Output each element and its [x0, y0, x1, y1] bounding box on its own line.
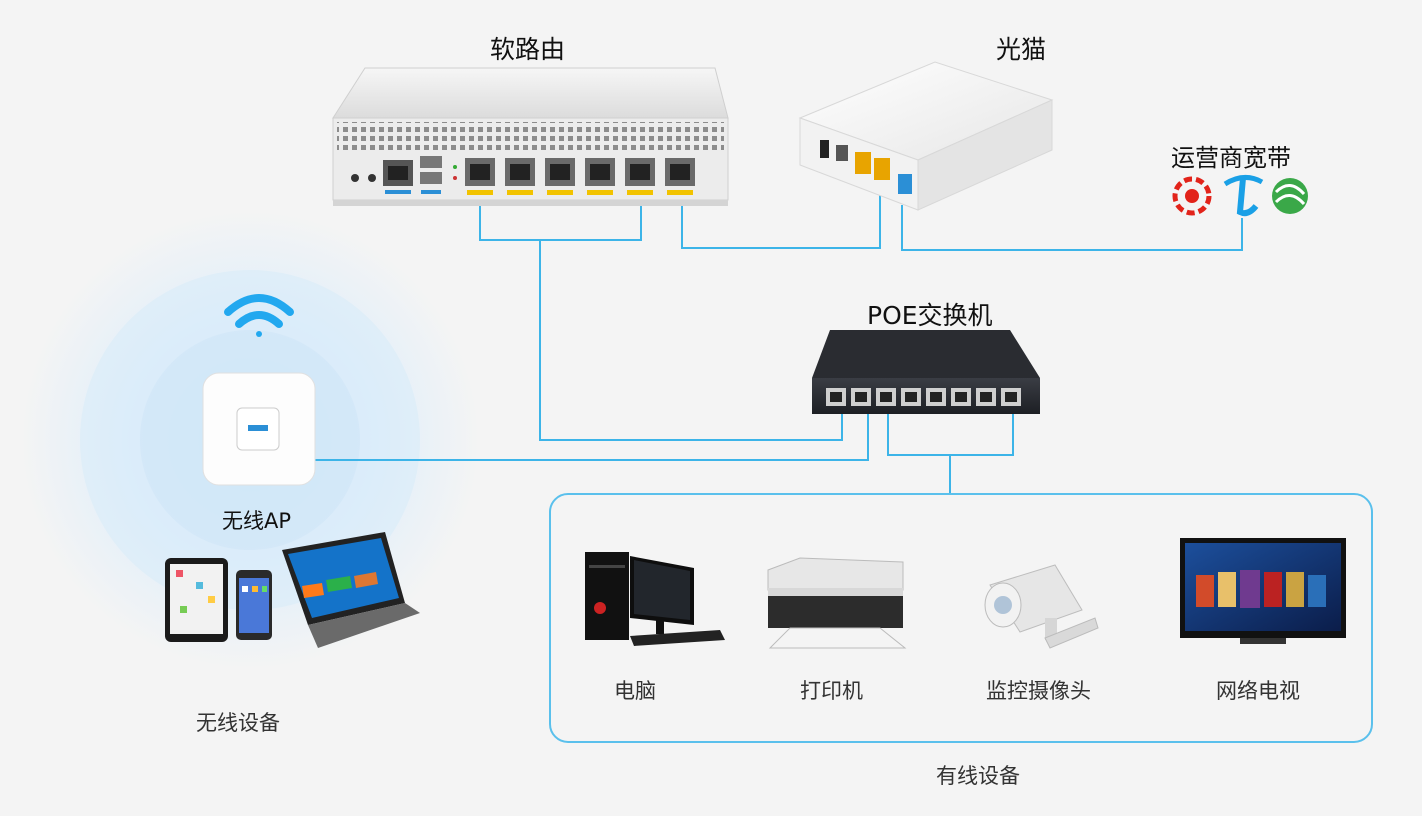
- ap-to-switch-line: [315, 412, 869, 461]
- wireless-ap-device: [202, 372, 316, 486]
- tv-device: [1180, 538, 1346, 644]
- router-ports: [465, 158, 695, 195]
- printer-device: [767, 557, 907, 649]
- optical-modem-device: [798, 61, 1054, 211]
- wired-devices-label: 有线设备: [936, 764, 1020, 788]
- router-to-switch-line: [479, 205, 642, 241]
- wifi-icon: [224, 294, 294, 337]
- switch-to-wired-line: [887, 412, 1014, 456]
- wireless-devices-label: 无线设备: [196, 711, 280, 735]
- china-mobile-logo: [1272, 178, 1308, 214]
- poe-switch-label: POE交换机: [867, 301, 993, 330]
- modem-to-isp-line: [901, 205, 1243, 251]
- soft-router-label: 软路由: [490, 35, 566, 64]
- china-unicom-logo: [1172, 176, 1212, 216]
- phone-device: [236, 570, 272, 640]
- isp-broadband-label: 运营商宽带: [1171, 144, 1291, 172]
- china-telecom-logo: [1223, 175, 1264, 217]
- poe-switch-device: [812, 330, 1040, 414]
- wired-devices-panel: [549, 493, 1373, 743]
- connection-lines: [315, 190, 1243, 494]
- computer-label: 电脑: [614, 679, 656, 703]
- camera-label: 监控摄像头: [986, 679, 1091, 703]
- tablet-device: [165, 558, 228, 642]
- wireless-ap-label: 无线AP: [222, 509, 292, 533]
- tv-label: 网络电视: [1216, 679, 1300, 703]
- optical-modem-label: 光猫: [996, 35, 1047, 64]
- computer-device: [585, 552, 725, 646]
- router-to-modem-line: [681, 190, 881, 249]
- camera-device: [984, 564, 1099, 649]
- printer-label: 打印机: [800, 679, 863, 703]
- soft-router-device: [332, 67, 729, 206]
- laptop-device: [282, 532, 420, 648]
